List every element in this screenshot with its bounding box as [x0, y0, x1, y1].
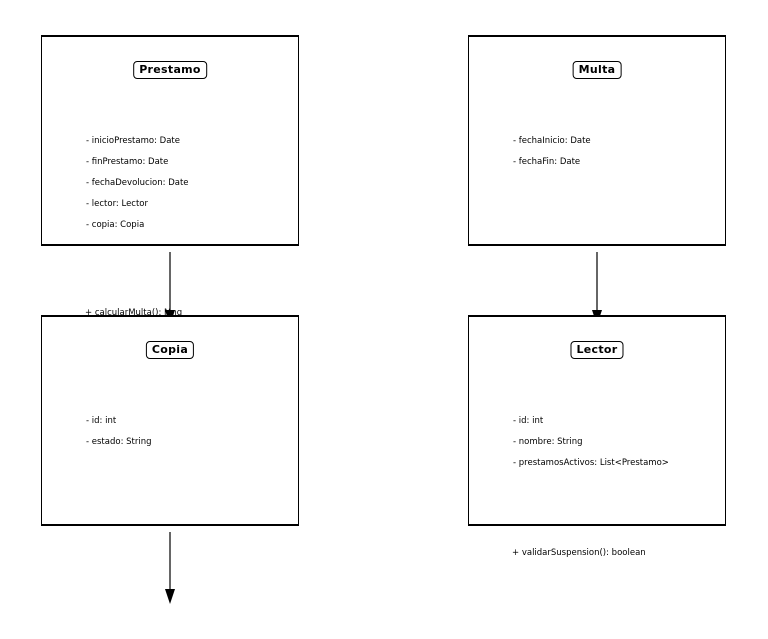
class-name-copia: Copia	[145, 341, 195, 359]
attribute-inicio-prestamo: - inicioPrestamo: Date	[86, 136, 180, 146]
attribute-copia: - copia: Copia	[86, 220, 145, 230]
attribute-nombre: - nombre: String	[513, 437, 583, 447]
attribute-id: - id: int	[513, 416, 544, 426]
attribute-fecha-fin: - fechaFin: Date	[513, 157, 581, 167]
attribute-prestamos-activos: - prestamosActivos: List<Prestamo>	[513, 458, 669, 468]
attribute-estado: - estado: String	[86, 437, 152, 447]
attribute-lector: - lector: Lector	[86, 199, 148, 209]
attribute-fin-prestamo: - finPrestamo: Date	[86, 157, 169, 167]
class-box-lector[interactable]: Lector - id: int - nombre: String - pres…	[468, 315, 726, 526]
attribute-fecha-devolucion: - fechaDevolucion: Date	[86, 178, 189, 188]
class-box-multa[interactable]: Multa - fechaInicio: Date - fechaFin: Da…	[468, 35, 726, 246]
class-name-lector: Lector	[570, 341, 624, 359]
class-box-copia[interactable]: Copia - id: int - estado: String	[41, 315, 299, 526]
attribute-id: - id: int	[86, 416, 117, 426]
attribute-fecha-inicio: - fechaInicio: Date	[513, 136, 591, 146]
class-name-multa: Multa	[572, 61, 622, 79]
arrow-copia-outgoing	[165, 532, 175, 604]
method-calcular-multa: + calcularMulta(): Mng	[85, 308, 183, 318]
method-validar-suspension: + validarSuspension(): boolean	[512, 548, 646, 558]
class-name-prestamo: Prestamo	[133, 61, 207, 79]
class-box-prestamo[interactable]: Prestamo - inicioPrestamo: Date - finPre…	[41, 35, 299, 246]
